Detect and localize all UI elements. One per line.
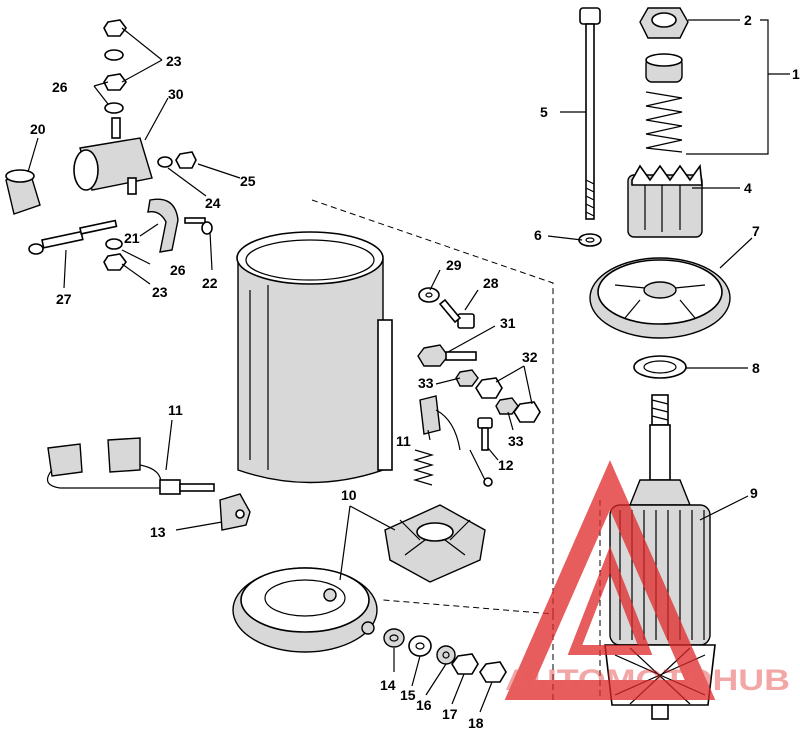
callout-27: 27: [56, 291, 72, 307]
washer-24-nut-25: [157, 151, 197, 169]
callout-17: 17: [442, 706, 458, 722]
nuts-23-upper: [103, 19, 127, 114]
terminal-bolt-31: [417, 344, 477, 367]
callout-labels: 2 1 4 5 6 7 8 9 10 11 11 12 13 14 15 16 …: [30, 12, 800, 731]
callout-21: 21: [124, 230, 140, 246]
washer-15: [408, 635, 432, 657]
leader-lines: [27, 19, 790, 713]
nuts-23-26-lower: [103, 238, 127, 271]
callout-31: 31: [500, 315, 516, 331]
callout-12: 12: [498, 457, 514, 473]
callout-20: 20: [30, 121, 46, 137]
terminal-clip: [219, 493, 251, 531]
callout-29: 29: [446, 257, 462, 273]
callout-4: 4: [744, 180, 752, 196]
washer-29: [418, 287, 440, 303]
nut-33-upper: [455, 369, 479, 387]
callout-14: 14: [380, 677, 396, 693]
brush-set-upper: [412, 395, 493, 487]
callout-26-lower: 26: [170, 262, 186, 278]
washer-6: [578, 233, 602, 247]
callout-11-upper: 11: [396, 433, 411, 449]
callout-10: 10: [341, 487, 357, 503]
callout-23-lower: 23: [152, 284, 168, 300]
brush-set-lower: [46, 437, 215, 495]
callout-16: 16: [416, 697, 432, 713]
watermark-text: AUTOMOTOHUB: [505, 664, 790, 697]
nut-32-upper: [475, 377, 503, 399]
thrust-washer: [633, 355, 687, 379]
callout-23-upper: 23: [166, 53, 182, 69]
callout-6: 6: [534, 227, 542, 243]
lead-27: [28, 219, 118, 255]
nut-33-lower: [495, 397, 519, 415]
callout-26-upper: 26: [52, 79, 68, 95]
bracket-21: [147, 198, 179, 253]
motor-frame: [236, 231, 393, 484]
drive-spacer: [645, 53, 683, 83]
callout-11-lower: 11: [168, 402, 183, 418]
washer-16: [436, 645, 456, 665]
callout-1: 1: [792, 66, 800, 82]
watermark-triangle-logo: [504, 460, 716, 700]
bolt-28: [438, 298, 475, 329]
washer-14: [383, 628, 405, 648]
nut-17: [451, 653, 479, 675]
callout-7: 7: [752, 223, 760, 239]
callout-5: 5: [540, 104, 548, 120]
callout-9: 9: [750, 485, 758, 501]
callout-24: 24: [205, 195, 221, 211]
callout-2: 2: [744, 12, 752, 28]
callout-33-lower: 33: [508, 433, 524, 449]
drive-spring: [645, 91, 683, 153]
watermark: AUTOMOTOHUB: [504, 460, 790, 700]
callout-13: 13: [150, 524, 166, 540]
callout-25: 25: [240, 173, 256, 189]
boot-20: [5, 169, 41, 215]
commutator-end-cap: [232, 567, 378, 653]
callout-18: 18: [468, 715, 484, 731]
drive-gear: [627, 163, 703, 238]
drive-nut: [639, 7, 689, 39]
callout-15: 15: [400, 687, 416, 703]
callout-32: 32: [522, 349, 538, 365]
screw-22: [184, 217, 213, 235]
solenoid-30: [73, 117, 153, 195]
drive-end-cap: [589, 257, 731, 339]
callout-30: 30: [168, 86, 184, 102]
callout-8: 8: [752, 360, 760, 376]
callout-28: 28: [483, 275, 499, 291]
callout-33-upper: 33: [418, 375, 434, 391]
nut-18: [479, 661, 507, 683]
bolt-12: [477, 417, 493, 451]
callout-22: 22: [202, 275, 218, 291]
through-bolt: [579, 7, 601, 220]
nut-32-lower: [513, 401, 541, 423]
brush-plate: [384, 504, 486, 583]
